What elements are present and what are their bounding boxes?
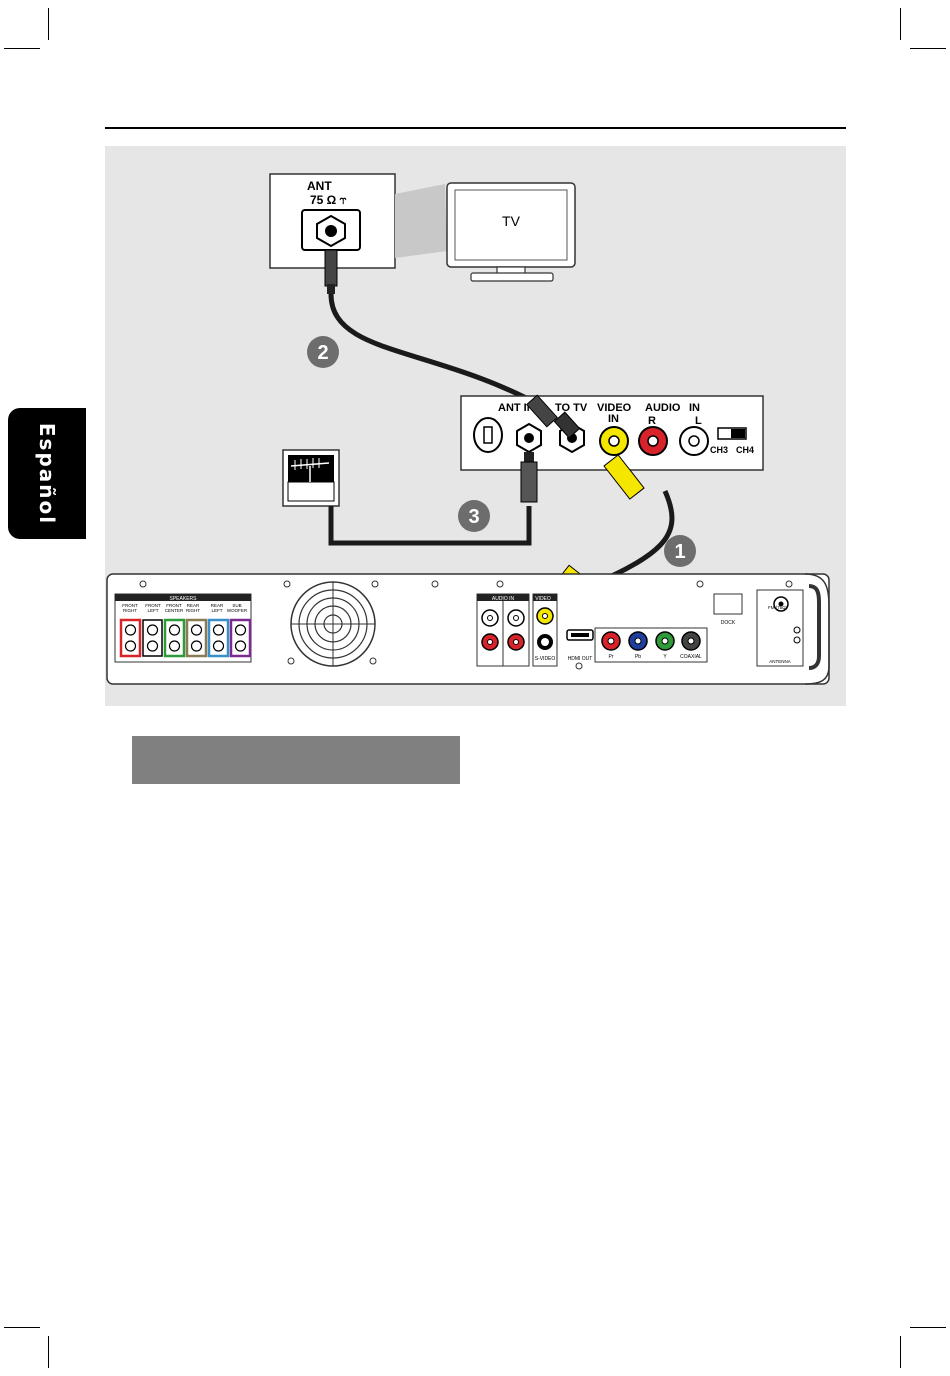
svideo-label: S-VIDEO [535, 656, 556, 662]
coaxial-label: COAXIAL [680, 654, 702, 660]
wall-tv-link [395, 184, 447, 258]
step-badge-3: 3 [458, 500, 490, 532]
pr-label: Pr [609, 654, 614, 660]
ant-label: ANT [307, 179, 332, 193]
crop-mark [910, 48, 946, 49]
ch4-label: CH4 [736, 445, 754, 455]
crop-mark [910, 1327, 946, 1328]
spk-label-6b: WOOFER [227, 608, 248, 613]
dock-label: DOCK [721, 620, 736, 626]
step-1-number: 1 [674, 541, 685, 563]
connection-diagram: ANT 75 Ω ⥾ TV ANT IN TO TV VIDEO IN AUDI… [105, 146, 846, 706]
hdmi-label: HDMI OUT [568, 656, 593, 662]
cable-2-plug-tip [327, 284, 335, 294]
rear-panel: SPEAKERS FRONT RIGHT FRONT LEFT FRONT CE… [107, 574, 829, 684]
section-heading-bar [132, 736, 460, 784]
crop-mark [48, 1336, 49, 1368]
crop-mark [48, 8, 49, 40]
video-in-label: IN [608, 413, 619, 425]
antenna-label: ANTENNA [769, 659, 791, 664]
step-badge-2: 2 [307, 336, 339, 368]
step-2-number: 2 [317, 342, 328, 364]
header-rule [105, 127, 846, 129]
crop-mark [4, 48, 40, 49]
audio-l-label: L [695, 415, 702, 427]
ch3-label: CH3 [710, 445, 728, 455]
pb-label: Pb [635, 654, 641, 660]
spk-label-4b: RIGHT [186, 608, 200, 613]
speakers-header: SPEAKERS [170, 596, 198, 602]
spk-label-1b: RIGHT [123, 608, 137, 613]
language-tab-label: Español [35, 422, 59, 524]
tv-label: TV [502, 213, 521, 229]
rear-video-label: VIDEO [535, 596, 551, 602]
audio-label: AUDIO [645, 402, 681, 414]
vcr-back-panel: ANT IN TO TV VIDEO IN AUDIO IN R L CH3 C… [461, 396, 763, 470]
crop-mark [900, 1336, 901, 1368]
spk-label-3b: CENTER [165, 608, 184, 613]
spk-label-2b: LEFT [147, 608, 158, 613]
step-3-number: 3 [468, 506, 479, 528]
crop-mark [4, 1327, 40, 1328]
audio-r-label: R [648, 415, 656, 427]
step-badge-1: 1 [664, 535, 696, 567]
impedance-label: 75 Ω ⥾ [310, 193, 348, 207]
spk-label-5b: LEFT [211, 608, 222, 613]
outdoor-antenna-icon [283, 450, 339, 506]
language-tab: Español [8, 408, 86, 539]
cable-2-plug-top [325, 250, 337, 286]
tv-icon: TV [447, 183, 575, 281]
crop-mark [900, 8, 901, 40]
fm-label: FM (75Ω) [768, 605, 788, 610]
cable-3 [331, 506, 529, 543]
fan-vent [291, 582, 375, 666]
to-tv-label: TO TV [555, 402, 588, 414]
audio-in-label: IN [689, 402, 700, 414]
cable-2 [331, 294, 545, 408]
